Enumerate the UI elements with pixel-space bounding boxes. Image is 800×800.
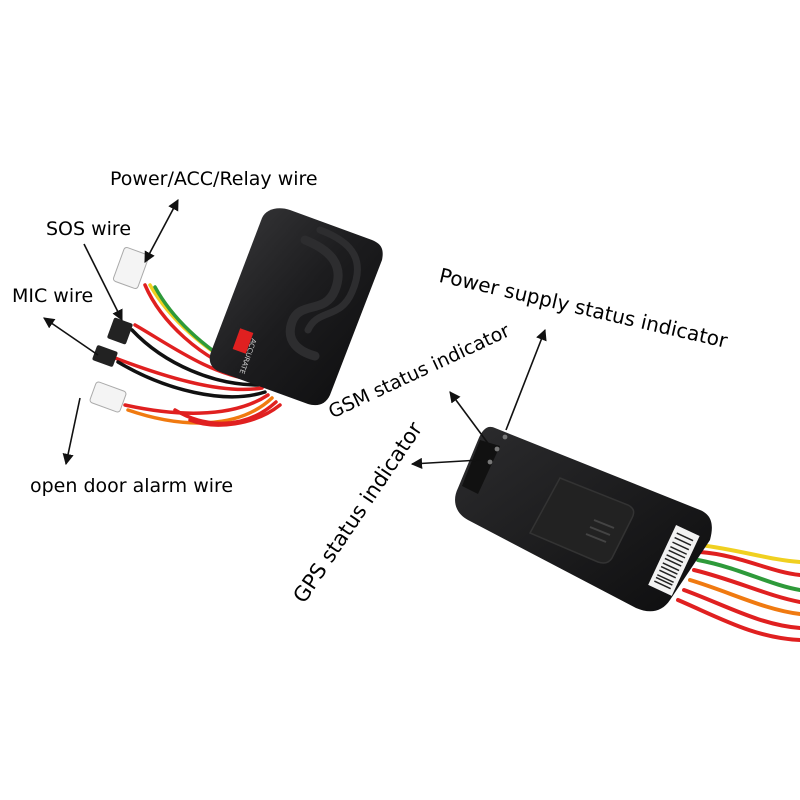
tracker-device-side-view <box>455 426 800 642</box>
mic-wire-arrow <box>43 317 99 356</box>
label-open-door-alarm-wire: open door alarm wire <box>30 475 234 497</box>
door-wire-arrow <box>62 397 81 466</box>
power-connector <box>112 246 150 290</box>
door-connector <box>89 381 127 413</box>
gsm-arrow <box>449 391 491 447</box>
callout-arrows <box>43 199 547 469</box>
power-led <box>502 434 508 440</box>
gps-led <box>487 459 493 465</box>
sos-wire-arrow <box>83 243 123 322</box>
label-sos-wire: SOS wire <box>46 218 132 240</box>
sos-connector <box>107 317 133 345</box>
tracker-device-top-view <box>89 208 383 427</box>
label-mic-wire: MIC wire <box>12 285 94 307</box>
label-power-acc-relay-wire: Power/ACC/Relay wire <box>110 168 318 190</box>
wire-bundle-right <box>676 543 800 642</box>
power-wire-arrow <box>144 199 179 263</box>
sim-cover <box>528 477 635 564</box>
barcode-label <box>648 525 700 596</box>
gsm-led <box>494 446 500 452</box>
power-supply-arrow <box>505 328 547 431</box>
gps-arrow <box>410 457 481 469</box>
device-body <box>209 208 383 406</box>
logo-red-mark <box>232 328 254 354</box>
mic-connector <box>92 345 118 367</box>
